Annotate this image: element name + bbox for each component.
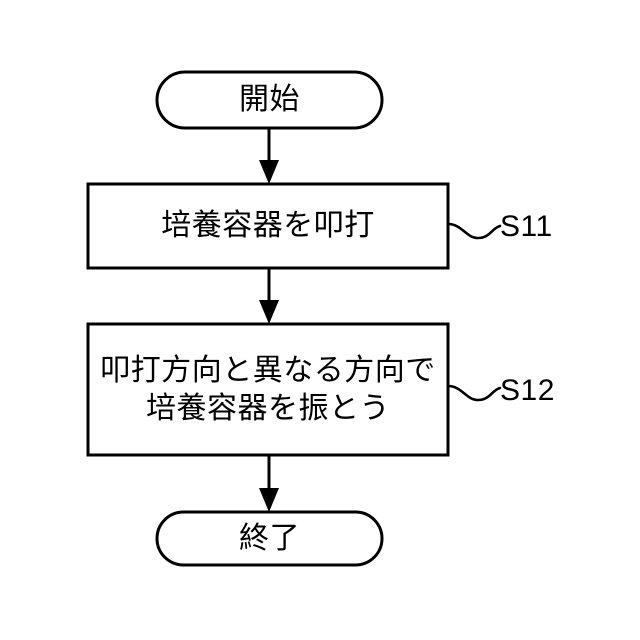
leader-line-s11 [446,222,502,240]
reference-label-s12: S12 [500,374,555,407]
connector-s11-to-s12-arrowhead [259,300,279,324]
node-end-shape [155,510,384,567]
leader-line-s12 [446,384,502,402]
node-s11-shape [86,182,450,270]
reference-label-s11: S11 [500,210,553,243]
node-s12-shape [86,322,450,457]
connector-start-to-s11-arrowhead [259,160,279,184]
node-start-shape [155,70,384,130]
connector-s12-to-end-arrowhead [259,488,279,512]
